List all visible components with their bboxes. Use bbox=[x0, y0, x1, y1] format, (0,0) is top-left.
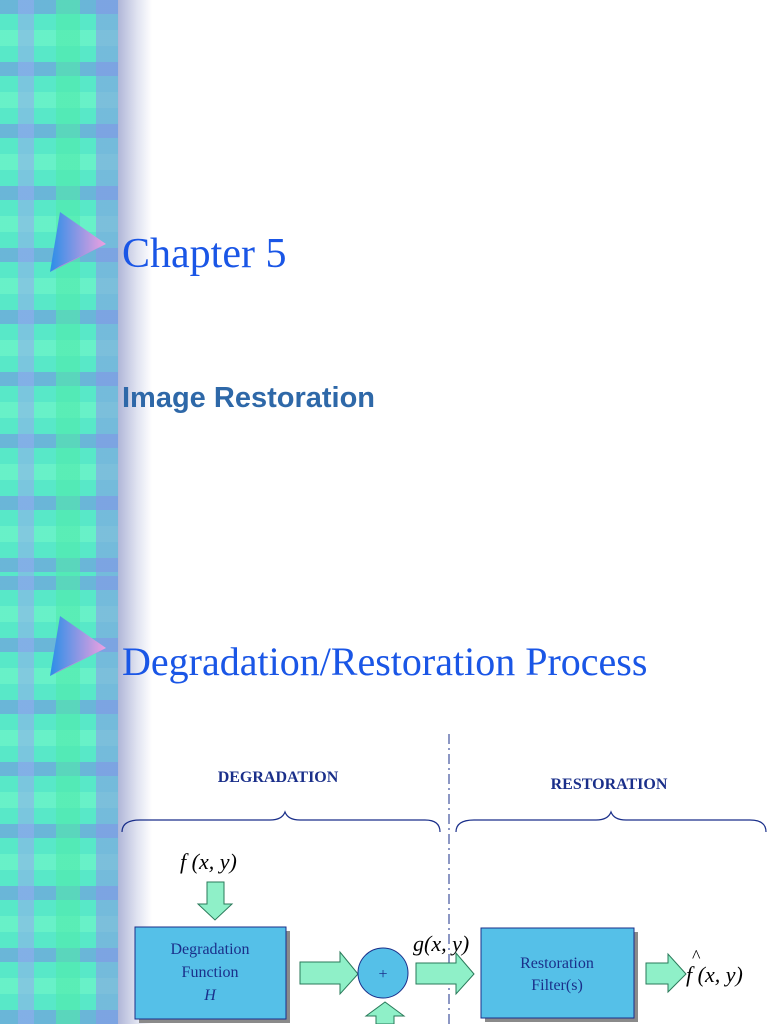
right-arrow-icon bbox=[645, 952, 687, 994]
slide-title: Chapter 5 bbox=[122, 231, 287, 277]
degradation-brace bbox=[121, 810, 441, 833]
decorative-side-strip bbox=[0, 0, 118, 576]
degradation-box-line3: H bbox=[203, 987, 217, 1004]
right-arrow-icon bbox=[299, 950, 359, 996]
triangle-bullet-icon bbox=[50, 212, 106, 272]
degradation-function-box bbox=[134, 926, 287, 1020]
degradation-box-line2: Function bbox=[182, 964, 239, 981]
adder-circle bbox=[357, 947, 409, 999]
decorative-strip-shadow bbox=[118, 0, 152, 576]
slide-chapter-5: Chapter 5 Image Restoration bbox=[0, 0, 375, 576]
output-signal-label: f (x, y) bbox=[686, 962, 743, 987]
adder-symbol: + bbox=[378, 966, 387, 983]
triangle-bullet-icon bbox=[50, 616, 106, 676]
slide-subtitle: Image Restoration bbox=[122, 382, 375, 414]
restoration-box-line2: Filter(s) bbox=[531, 977, 583, 994]
degradation-label: DEGRADATION bbox=[218, 769, 339, 786]
degraded-signal-label: g(x, y) bbox=[413, 931, 469, 956]
restoration-label: RESTORATION bbox=[551, 776, 668, 793]
restoration-brace bbox=[455, 810, 767, 833]
right-arrow-icon bbox=[415, 951, 475, 996]
degradation-restoration-diagram: DEGRADATION RESTORATION f (x, y) Degrada… bbox=[121, 734, 767, 1024]
degradation-box-line1: Degradation bbox=[170, 941, 249, 958]
restoration-filter-box bbox=[480, 927, 635, 1019]
restoration-box-line1: Restoration bbox=[520, 955, 594, 972]
down-arrow-icon bbox=[196, 881, 234, 921]
slide-title: Degradation/Restoration Process bbox=[122, 639, 648, 684]
input-signal-label: f (x, y) bbox=[180, 849, 237, 874]
slide-degradation-restoration: Degradation/Restoration Process DEGRADAT… bbox=[0, 576, 768, 1024]
up-arrow-icon bbox=[364, 1001, 406, 1024]
output-hat-symbol: ^ bbox=[692, 946, 701, 966]
